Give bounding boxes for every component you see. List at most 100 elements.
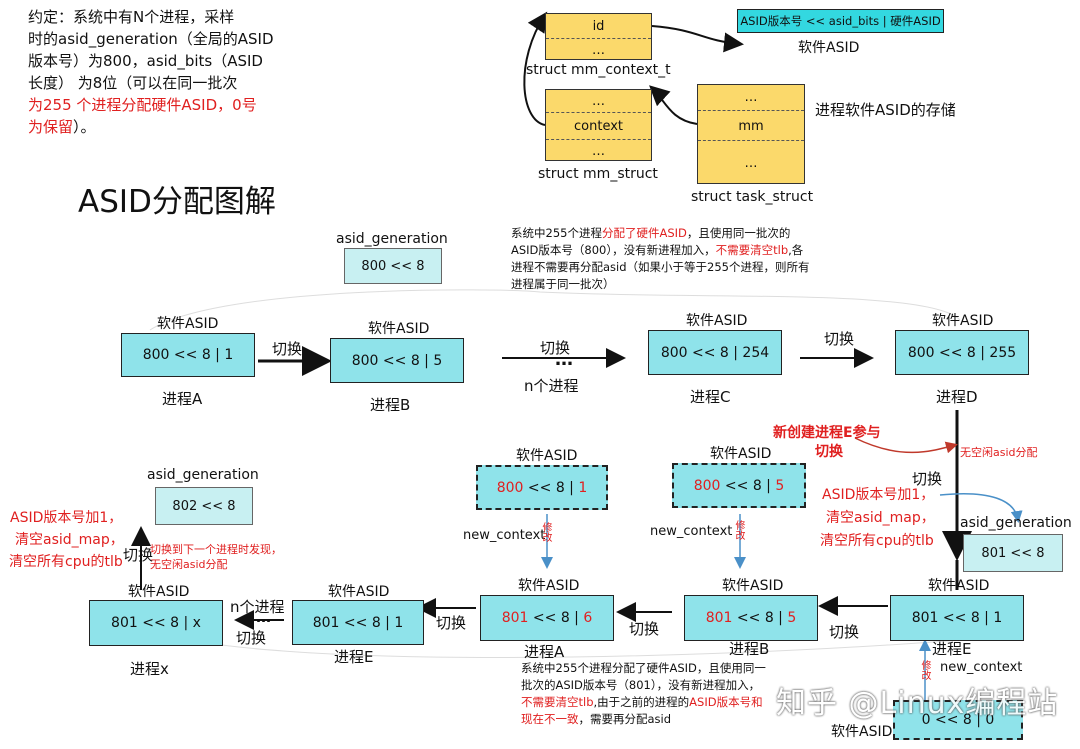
process-b2-label: 进程B [729,640,770,658]
top-note-text: 系统中255个进程 [511,226,602,240]
version-plus-one-note: ASID版本号加1， [822,487,935,503]
process-a2-label: 进程A [524,643,565,661]
process-c-asid-box: 800 << 8 | 254 [648,330,782,375]
mm-struct-dots-cell: … [592,93,605,109]
old-asid-box-a: 800 << 8 | 1 [476,465,608,510]
new-context-label: new_context [940,660,1023,675]
ellipsis: … [555,349,573,370]
mm-struct-box: … context … [545,89,652,161]
process-c-label: 进程C [690,388,731,406]
bottom-note-red: 不需要清空tlb [521,695,594,709]
context-to-mm-context-arrow [523,11,548,126]
mm-struct-label: struct mm_struct [538,166,658,182]
process-a-asid-box: 800 << 8 | 1 [121,333,255,377]
process-a2-asid-box: 801 << 8 | 6 [480,595,614,641]
sw-asid-label-c: 软件ASID [686,313,748,329]
old-version: 800 [693,477,721,494]
switch-label: 切换 [436,614,467,632]
intro-line: 版本号）为800，asid_bits（ASID [28,52,263,70]
top-note-text: ,各进程不需要再分配asid（如果小于等于255个进程，则所有进程属于同一批次） [511,243,810,291]
id-to-asid-arrow [651,25,744,53]
switch-label: 切换 [236,629,267,647]
task-struct-dots-cell: … [744,90,758,105]
bottom-note-text: ，需要再分配asid [578,712,672,726]
mm-struct-dots-cell: … [546,139,651,163]
process-d-label: 进程D [936,388,978,406]
sw-asid-label-x: 软件ASID [128,584,190,600]
watermark: 知乎 @Linux编程站 [776,686,1059,721]
dashed-sw-asid-label-b: 软件ASID [710,446,772,462]
process-e2-label: 进程E [334,648,374,666]
background-loop-upper [149,289,961,331]
intro-red-span: 为保留 [28,118,74,136]
dashed-sw-asid-label-a: 软件ASID [516,448,578,464]
sw-asid-label-bottom: 软件ASID [831,724,893,740]
page-title: ASID分配图解 [78,184,276,220]
gen-801-box: 801 << 8 [963,534,1063,572]
old-hw-asid: 5 [775,477,785,494]
clear-asid-map-note: 清空asid_map， [15,532,124,548]
top-note-red: 分配了硬件ASID [601,226,687,240]
mm-context-dots-cell: … [546,38,651,62]
new-process-e-line1: 新创建进程E参与 [773,425,881,441]
gen-801-label: asid_generation [960,515,1072,531]
new-e-red-arrow [854,437,958,454]
clear-tlb-note: 清空所有cpu的tlb [820,533,934,549]
sw-asid-label-e: 软件ASID [928,578,990,594]
mm-context-label: struct mm_context_t [526,62,671,78]
process-b-asid-box: 800 << 8 | 5 [330,338,464,383]
task-struct-dots-cell: … [698,140,804,186]
mm-context-id-cell: id [592,18,605,34]
process-a-label: 进程A [162,390,203,408]
top-generation-box: 800 << 8 [344,248,442,284]
intro-note: 约定：系统中有N个进程，采样 时的asid_generation（全局的ASID… [28,6,278,138]
new-hw-asid: 6 [583,610,593,626]
new-context-label: new_context [650,524,733,539]
mm-to-mm-struct-arrow [649,85,698,125]
asid-shift: << 8 | [732,610,788,626]
switch-label: 切换 [272,340,303,358]
old-hw-asid: 1 [578,479,588,496]
clear-tlb-note: 清空所有cpu的tlb [9,554,123,570]
intro-line: 长度） 为8位（可以在同一批次 [28,74,238,92]
asid-format-box: ASID版本号 << asid_bits | 硬件ASID [737,9,944,33]
process-d-asid-box: 800 << 8 | 255 [895,330,1029,375]
modify-label: 修改 [540,522,551,542]
mm-context-struct-box: id … [545,13,652,60]
switch-label: 切换 [123,546,154,564]
asid-shift: << 8 | [528,610,584,626]
intro-line-mixed: 为保留）。 [28,116,278,138]
n-processes-label: n个进程 [230,598,285,616]
sw-asid-label-d: 软件ASID [932,313,994,329]
gen-802-box: 802 << 8 [155,487,253,525]
version-plus-one-note: ASID版本号加1， [10,510,123,526]
top-note-red: 不需要清空tlb [715,243,789,257]
bottom-note-red: ASID版本号和现在不一致 [521,695,763,726]
bottom-note-text: ,由于之前的进程的 [593,695,690,709]
task-struct-box: … mm … [697,84,805,184]
n-processes-label: n个进程 [524,377,579,395]
process-e2-asid-box: 801 << 8 | 1 [292,600,424,645]
process-x-asid-box: 801 << 8 | x [89,600,223,646]
top-note-text: ，且使用同一批次的ASID版本号（800），没有新进程加入， [511,226,791,257]
old-version: 800 [496,479,524,496]
process-b2-asid-box: 801 << 8 | 5 [684,595,818,641]
new-context-label: new_context [463,528,546,543]
intro-rest-span: ）。 [73,118,96,136]
initial-asid-box-e: 0 << 8 | 0 [893,700,1023,740]
top-generation-label: asid_generation [336,231,448,247]
sw-asid-label-b: 软件ASID [368,321,430,337]
asid-format-caption: 软件ASID [798,40,860,56]
no-free-asid-note: 切换到下一个进程时发现，无空闲asid分配 [150,543,282,571]
modify-label: 修改 [919,660,930,680]
intro-line: 约定：系统中有N个进程，采样 [28,8,235,26]
process-e-asid-box: 801 << 8 | 1 [890,595,1024,641]
new-version: 801 [705,610,733,626]
asid-shift: << 8 | [523,479,579,496]
sw-asid-label-e2: 软件ASID [328,584,390,600]
intro-line-red: 为255 个进程分配硬件ASID，0号 [28,96,257,114]
intro-line: 时的asid_generation（全局的ASID [28,30,274,48]
mm-struct-context-cell: context [546,112,651,140]
new-version: 801 [501,610,529,626]
switch-label: 切换 [912,470,943,488]
